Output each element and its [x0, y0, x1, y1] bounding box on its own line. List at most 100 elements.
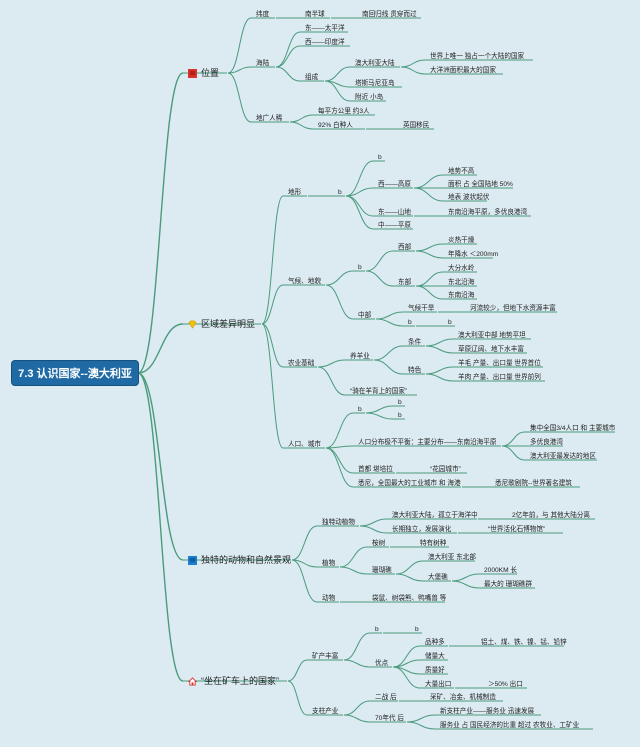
node-e1[interactable]: 大分水岭 — [448, 265, 475, 272]
node-pb2[interactable]: b — [398, 399, 402, 406]
branch-animals[interactable]: 独特的动物和自然景观 — [188, 554, 291, 566]
node-terr[interactable]: 地形 — [288, 189, 302, 196]
node-d1[interactable]: 集中全国3/4人口 和 主要城市 — [530, 425, 616, 432]
connector-clim — [261, 284, 284, 325]
node-exp[interactable]: 大量出口 — [425, 681, 452, 688]
branch-regions[interactable]: 区域差异明显 — [188, 318, 255, 330]
node-feat[interactable]: 特色 — [408, 367, 422, 374]
node-wp[interactable]: 西——高原 — [378, 181, 411, 188]
node-adv[interactable]: 优点 — [375, 660, 389, 667]
node-clim[interactable]: 气候、地貌 — [288, 278, 321, 285]
node-end[interactable]: 特有树种 — [420, 540, 447, 547]
node-ison[interactable]: 2亿年前，与 其他大陆分离 — [512, 512, 591, 519]
node-f1[interactable]: 羊毛 产量、出口量 世界首位 — [458, 360, 541, 367]
node-ww[interactable]: 二战 后 — [375, 694, 397, 701]
node-trop[interactable]: 南回归线 贯穿而过 — [362, 11, 417, 18]
root-topic[interactable]: 7.3 认识国家--澳大利亚 — [12, 361, 138, 385]
node-ua[interactable]: 独特动植物 — [322, 519, 355, 526]
connector-f2 — [425, 373, 454, 382]
node-rloc[interactable]: 澳大利亚 东北部 — [428, 554, 476, 561]
node-comp[interactable]: 组成 — [305, 74, 319, 81]
node-sparse[interactable]: 地广人稀 — [256, 115, 283, 122]
branch-mining[interactable]: “坐在矿车上的国家” — [188, 675, 279, 687]
node-w1[interactable]: 炎热干燥 — [448, 237, 475, 244]
node-iso[interactable]: 澳大利亚大陆，孤立于海洋中 — [392, 512, 478, 519]
node-d3[interactable]: 澳大利亚最发达的地区 — [530, 453, 596, 460]
node-tb2[interactable]: b — [378, 154, 382, 161]
node-sea[interactable]: 海陆 — [256, 60, 270, 67]
node-bar1[interactable]: 2000KM 长 — [484, 567, 517, 574]
node-fau[interactable]: 动物 — [322, 595, 336, 602]
node-expn[interactable]: ＞50% 出口 — [488, 681, 523, 688]
connector-cb — [325, 270, 354, 286]
node-cap[interactable]: 首都 堪培拉 — [358, 466, 393, 473]
node-wp3[interactable]: 地表 波状起伏 — [448, 194, 490, 201]
node-ride[interactable]: “骑在羊背上的国家” — [350, 388, 408, 395]
node-d2[interactable]: 多优良港湾 — [530, 439, 563, 446]
node-ml1[interactable]: 世界上唯一 独占一个大陆的国家 — [430, 53, 525, 60]
node-cond[interactable]: 条件 — [408, 339, 422, 346]
node-wr[interactable]: 西部 — [398, 244, 412, 251]
node-dry[interactable]: 气候干旱 — [408, 305, 435, 312]
node-rich[interactable]: 矿产丰富 — [312, 653, 339, 660]
node-mb2[interactable]: b — [415, 626, 419, 633]
node-mp[interactable]: 中——平原 — [378, 222, 411, 229]
node-pop[interactable]: 人口、城市 — [288, 441, 321, 448]
node-emn[interactable]: 东南沿海平原，多优良港湾 — [448, 209, 528, 216]
node-faul[interactable]: 袋鼠、树袋熊、鸭嘴兽 等 — [372, 595, 447, 602]
node-white[interactable]: 92% 白种人 — [318, 122, 353, 129]
node-varl[interactable]: 铝土、煤、铁、镍、锰、铅锌 — [481, 639, 567, 646]
node-wwl[interactable]: 采矿、冶金、机械制造 — [430, 694, 496, 701]
node-dist[interactable]: 人口分布极不平衡：主要分布——东南沿海平原 — [358, 439, 497, 446]
node-mus[interactable]: “世界活化石博物馆” — [488, 526, 546, 533]
node-op[interactable]: 悉尼歌剧院--世界著名建筑 — [495, 480, 572, 487]
node-gc[interactable]: “花园城市” — [430, 466, 461, 473]
node-e3[interactable]: 东南沿海 — [448, 292, 475, 299]
node-er[interactable]: 东部 — [398, 279, 412, 286]
node-bar[interactable]: 大堡礁 — [428, 574, 448, 581]
node-pb[interactable]: b — [358, 406, 362, 413]
node-em[interactable]: 东——山地 — [378, 209, 411, 216]
node-lat[interactable]: 纬度 — [256, 11, 270, 18]
node-tas[interactable]: 塔斯马尼亚岛 — [355, 80, 395, 87]
node-mb[interactable]: b — [375, 626, 379, 633]
node-south[interactable]: 南半球 — [305, 11, 325, 18]
node-cen[interactable]: 中部 — [358, 312, 372, 319]
node-c2[interactable]: 草原辽阔、地下水丰富 — [458, 346, 524, 353]
node-brit[interactable]: 英国移民 — [403, 122, 430, 129]
node-bar2[interactable]: 最大的 珊瑚礁群 — [484, 581, 532, 588]
node-cb[interactable]: b — [358, 264, 362, 271]
node-mainl[interactable]: 澳大利亚大陆 — [355, 60, 395, 67]
node-f2[interactable]: 羊肉 产量、出口量 世界前列 — [458, 374, 541, 381]
node-agri[interactable]: 农业基础 — [288, 360, 315, 367]
node-pil[interactable]: 支柱产业 — [312, 708, 339, 715]
node-evo[interactable]: 长期独立，发展演化 — [392, 526, 452, 533]
node-syd[interactable]: 悉尼，全国最大的工业城市 和 海港 — [358, 480, 461, 487]
node-pb3[interactable]: b — [398, 412, 402, 419]
node-sev[interactable]: 70年代 后 — [375, 715, 404, 722]
node-isl[interactable]: 附近 小岛 — [355, 94, 384, 101]
node-west[interactable]: 西——印度洋 — [305, 39, 345, 46]
node-euc[interactable]: 桉树 — [372, 540, 386, 547]
node-dens[interactable]: 每平方公里 约3人 — [318, 108, 370, 115]
node-sheep[interactable]: 养羊业 — [350, 353, 370, 360]
node-var[interactable]: 品种多 — [425, 639, 445, 646]
node-c1[interactable]: 澳大利亚中部 地势平坦 — [458, 332, 526, 339]
node-cb5[interactable]: b — [448, 319, 452, 326]
node-tb[interactable]: b — [338, 189, 342, 196]
node-cb4[interactable]: b — [408, 319, 412, 326]
node-dryn[interactable]: 河流较少，但地下水资源丰富 — [470, 305, 556, 312]
node-east[interactable]: 东——太平洋 — [305, 25, 345, 32]
node-res[interactable]: 储量大 — [425, 653, 445, 660]
node-w2[interactable]: 年降水 ＜200mm — [448, 251, 499, 258]
branch-location[interactable]: 位置 — [188, 67, 219, 79]
node-reef[interactable]: 珊瑚礁 — [372, 567, 392, 574]
node-wp1[interactable]: 地势不高 — [448, 168, 475, 175]
node-pl[interactable]: 植物 — [322, 560, 336, 567]
node-wp2[interactable]: 面积 占 全国陆地 50% — [448, 181, 513, 188]
node-qual[interactable]: 质量好 — [425, 667, 445, 674]
node-s2[interactable]: 服务业 占 国民经济的比重 超过 农牧业、工矿业 — [440, 722, 580, 729]
node-e2[interactable]: 东北沿海 — [448, 279, 475, 286]
node-ml2[interactable]: 大洋洲面积最大的国家 — [430, 67, 496, 74]
node-s1[interactable]: 新支柱产业——服务业 迅速发展 — [440, 708, 535, 715]
